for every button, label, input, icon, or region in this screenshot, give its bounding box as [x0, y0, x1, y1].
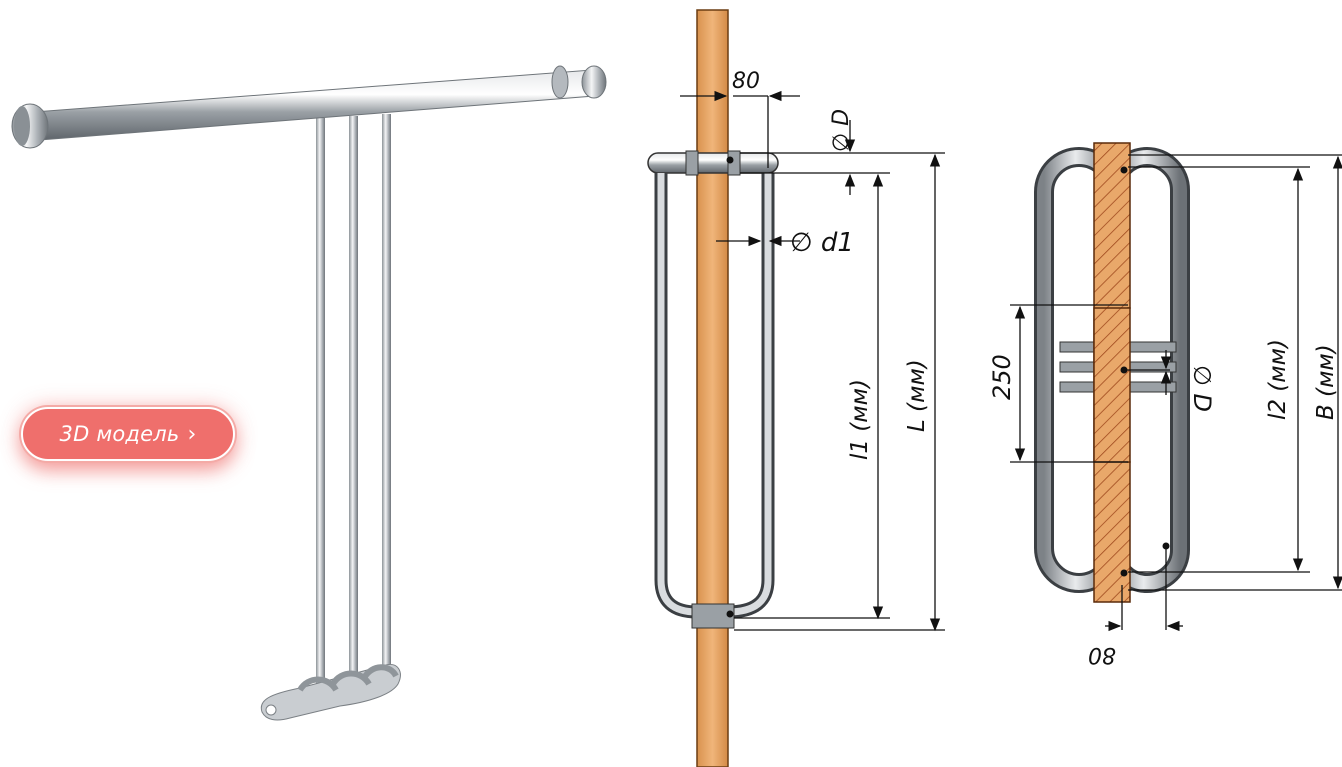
dim-side-pipe-diameter: ∅ D [1188, 365, 1216, 412]
dim-L: L (мм) [904, 359, 930, 432]
bottom-mount-plate [260, 663, 401, 721]
dim-l2: l2 (мм) [1265, 339, 1291, 420]
dim-l1: l1 (мм) [847, 379, 873, 460]
handle-top-bar [647, 152, 779, 174]
product-3d-render [11, 65, 607, 721]
side-view-drawing: 250 ∅ D l2 (мм) B (мм) 80 [988, 142, 1342, 667]
wood-panel [696, 9, 729, 767]
chevron-right-icon: › [187, 421, 197, 447]
dim-B: B (мм) [1313, 344, 1339, 420]
3d-model-button-label: 3D модель [59, 422, 180, 446]
3d-model-button[interactable]: 3D модель › [21, 407, 235, 461]
horizontal-handrail [11, 65, 607, 149]
front-view-drawing: 80 ∅ D ∅ d1 l1 (мм) L (мм) [647, 9, 945, 767]
dim-pipe-diameter: ∅ D [829, 109, 854, 152]
dim-250: 250 [988, 354, 1016, 400]
dim-offset-80: 80 [732, 69, 760, 94]
dim-side-80: 80 [1088, 642, 1116, 667]
vertical-rods [316, 114, 391, 688]
dim-rod-diameter: ∅ d1 [790, 228, 854, 258]
